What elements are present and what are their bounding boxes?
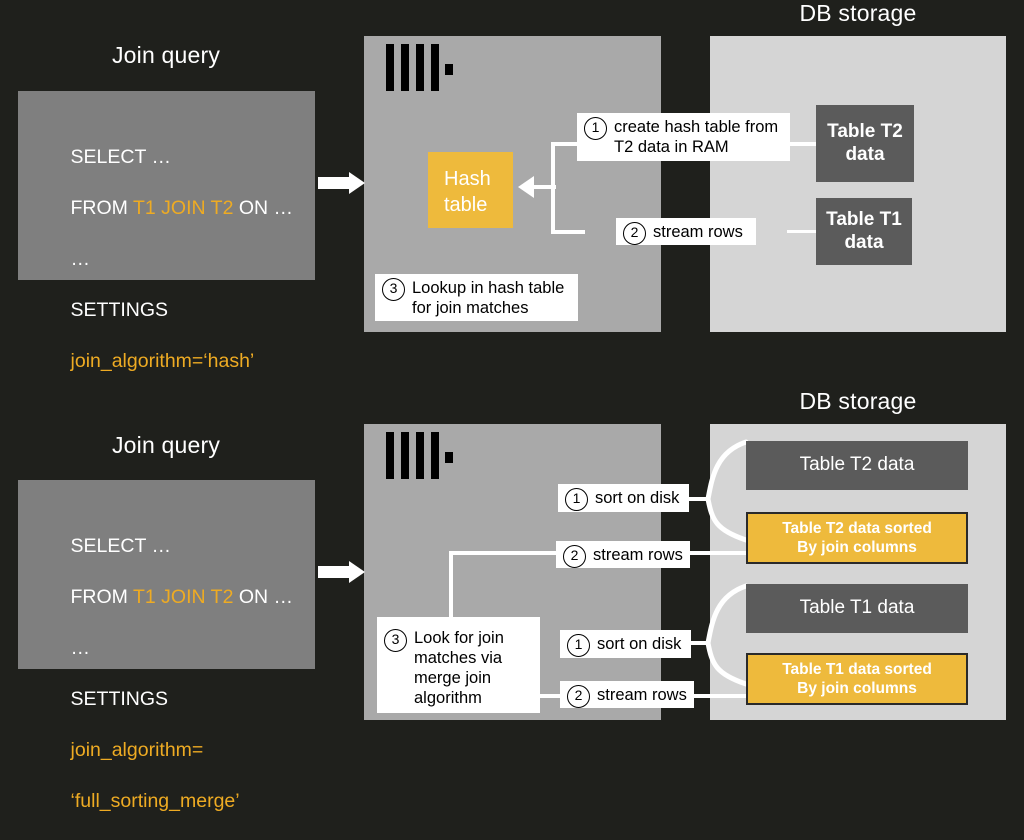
callout-merge-join-lookup: 3 Look for join matches via merge join a… bbox=[377, 617, 540, 713]
query-line-settings: SETTINGS bbox=[70, 687, 169, 710]
diagram-canvas: Join query DB storage SELECT … FROM T1 J… bbox=[18, 0, 1006, 812]
callout-text: stream rows bbox=[653, 222, 743, 241]
table-t1-data-hash: Table T1 data bbox=[816, 198, 912, 265]
flow-arrow-head-hash bbox=[349, 172, 365, 194]
query-line-join-tables: T1 JOIN T2 bbox=[133, 585, 234, 608]
callout-text: sort on disk bbox=[597, 635, 682, 653]
callout-create-hash-table: 1 create hash table from T2 data in RAM bbox=[577, 113, 790, 161]
query-line-select: SELECT … bbox=[70, 534, 171, 557]
db-storage-panel-hash bbox=[710, 36, 1006, 332]
query-line-from-kw: FROM bbox=[70, 585, 133, 608]
callout-sort-on-disk-t2: 1 sort on disk bbox=[558, 484, 689, 512]
query-line-join-tables: T1 JOIN T2 bbox=[133, 196, 234, 219]
callout-text: sort on disk bbox=[595, 489, 680, 507]
table-t2-data-sorted: Table T2 data sorted By join columns bbox=[746, 512, 968, 564]
callout-number: 1 bbox=[584, 117, 607, 140]
query-card-hash: SELECT … FROM T1 JOIN T2 ON … … SETTINGS… bbox=[18, 91, 315, 372]
table-t1-data-sorted: Table T1 data sorted By join columns bbox=[746, 653, 968, 705]
query-code-merge: SELECT … FROM T1 JOIN T2 ON … … SETTINGS… bbox=[38, 508, 294, 840]
wire-callout1-elbow-top bbox=[551, 142, 585, 146]
callout-number: 3 bbox=[384, 629, 407, 652]
callout-number: 2 bbox=[563, 545, 586, 568]
query-line-on: ON … bbox=[233, 196, 294, 219]
query-code-hash: SELECT … FROM T1 JOIN T2 ON … … SETTINGS… bbox=[38, 119, 294, 400]
wire-into-hash-table-head bbox=[518, 176, 534, 198]
wire-t2-to-callout1 bbox=[789, 142, 817, 146]
wire-merge-bottom-branch bbox=[536, 694, 566, 698]
query-card-merge: SELECT … FROM T1 JOIN T2 ON … … SETTINGS… bbox=[18, 480, 315, 812]
query-line-ellipsis: … bbox=[70, 636, 91, 659]
clickhouse-logo-icon bbox=[386, 44, 453, 91]
callout-number: 1 bbox=[565, 488, 588, 511]
callout-stream-rows-t2: 2 stream rows bbox=[556, 541, 690, 568]
wire-sort-disk-bottom-stub bbox=[689, 641, 708, 645]
callout-sort-on-disk-t1: 1 sort on disk bbox=[560, 630, 691, 658]
db-storage-title-merge: DB storage bbox=[799, 388, 917, 414]
wire-stream-rows-top-to-storage bbox=[689, 551, 747, 555]
flow-arrow-shaft-hash bbox=[318, 177, 350, 189]
query-line-settings: SETTINGS bbox=[70, 298, 169, 321]
query-line-select: SELECT … bbox=[70, 145, 171, 168]
wire-stream-rows-bottom-to-storage bbox=[689, 694, 747, 698]
callout-stream-rows-t1: 2 stream rows bbox=[560, 681, 694, 708]
callout-number: 3 bbox=[382, 278, 405, 301]
query-line-from-kw: FROM bbox=[70, 196, 133, 219]
query-line-ellipsis: … bbox=[70, 247, 91, 270]
table-t1-data-merge: Table T1 data bbox=[746, 584, 968, 633]
callout-text: stream rows bbox=[593, 545, 683, 564]
flow-arrow-shaft-merge bbox=[318, 566, 350, 578]
wire-merge-riser bbox=[449, 551, 453, 656]
callout-stream-rows-hash: 2 stream rows bbox=[616, 218, 756, 245]
db-storage-title-hash: DB storage bbox=[799, 0, 917, 26]
wire-into-hash-table-shaft bbox=[534, 185, 556, 189]
wire-sort-disk-top-stub bbox=[689, 497, 708, 501]
callout-text: stream rows bbox=[597, 685, 687, 704]
callout-text: create hash table from T2 data in RAM bbox=[614, 118, 779, 156]
join-query-title-hash: Join query bbox=[111, 42, 221, 68]
callout-lookup-hash-table: 3 Lookup in hash table for join matches bbox=[375, 274, 578, 321]
flow-arrow-head-merge bbox=[349, 561, 365, 583]
join-query-title-merge: Join query bbox=[111, 432, 221, 458]
callout-number: 2 bbox=[623, 222, 646, 245]
callout-text: Lookup in hash table for join matches bbox=[412, 278, 565, 317]
callout-text: Look for join matches via merge join alg… bbox=[414, 629, 504, 707]
query-line-on: ON … bbox=[233, 585, 294, 608]
hash-table-box: Hash table bbox=[428, 152, 513, 228]
wire-callout2-elbow-bottom bbox=[551, 230, 585, 234]
query-line-join-algorithm-value: ‘full_sorting_merge’ bbox=[70, 789, 240, 812]
wire-t1-to-callout2 bbox=[787, 230, 816, 233]
table-t2-data-hash: Table T2 data bbox=[816, 105, 914, 182]
query-line-join-algorithm: join_algorithm=‘hash’ bbox=[70, 349, 255, 372]
callout-number: 2 bbox=[567, 685, 590, 708]
wire-merge-top-branch bbox=[449, 551, 565, 555]
callout-number: 1 bbox=[567, 634, 590, 657]
clickhouse-logo-icon bbox=[386, 432, 453, 479]
query-line-join-algorithm: join_algorithm= bbox=[70, 738, 204, 761]
table-t2-data-merge: Table T2 data bbox=[746, 441, 968, 490]
